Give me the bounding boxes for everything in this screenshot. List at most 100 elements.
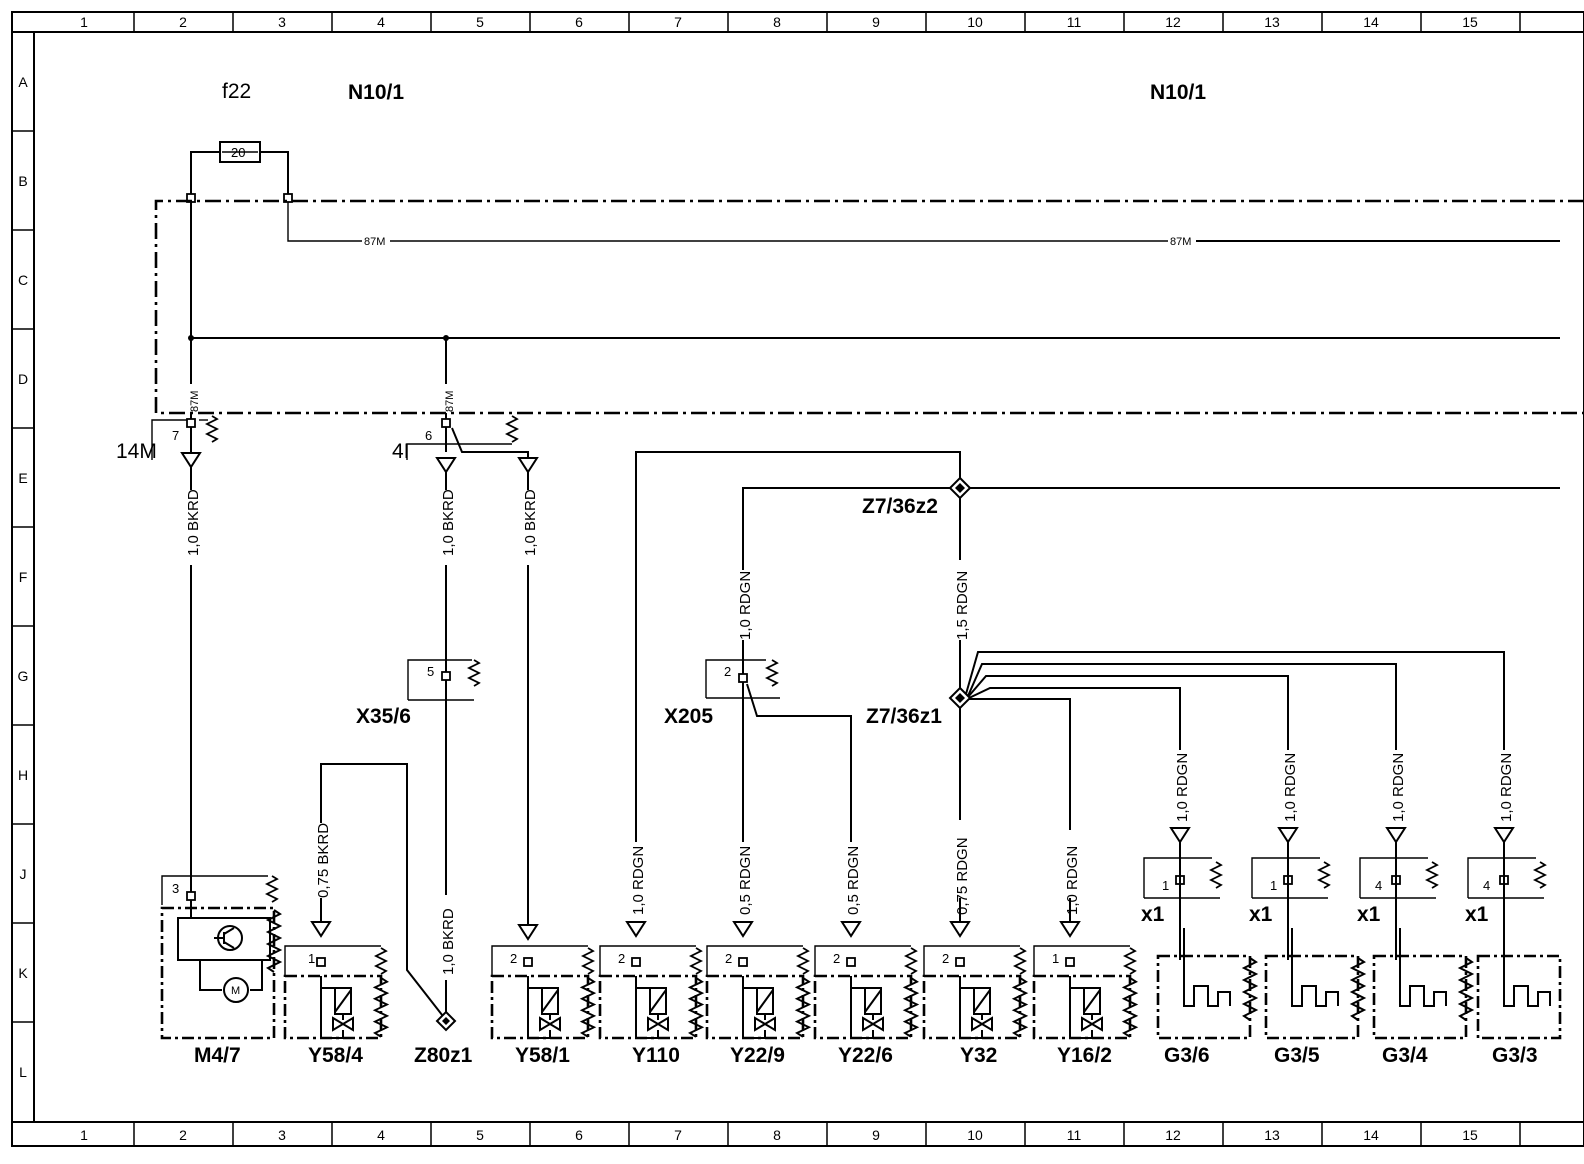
wire-g34: 1,0 RDGN (1390, 753, 1407, 822)
wire-y32: 0,75 RDGN (954, 837, 971, 915)
col-label: 5 (476, 14, 484, 30)
module-label-right: N10/1 (1150, 81, 1206, 104)
sensor-g34: 4 x1 G3/4 (1357, 842, 1472, 1067)
col-label: 9 (872, 1127, 880, 1143)
col-label: 1 (80, 14, 88, 30)
component-label: G3/3 (1492, 1044, 1538, 1067)
component-label: Y58/4 (308, 1044, 363, 1067)
svg-text:M: M (231, 985, 240, 997)
y584-pin: 1 (308, 951, 315, 966)
valve-y226: 2 Y22/6 (815, 946, 917, 1067)
valve-y584: 1 Y58/4 (285, 946, 387, 1067)
wire-y584: 0,75 BKRD (315, 823, 332, 898)
wire-g36: 1,0 RDGN (1174, 753, 1191, 822)
component-label: Y22/6 (838, 1044, 893, 1067)
col-label: 13 (1264, 1127, 1280, 1143)
col-label: 4 (377, 14, 385, 30)
module-boundary (154, 199, 1584, 415)
motor-icon: M (223, 977, 249, 1003)
valve-y162: 1 Y16/2 (1034, 946, 1136, 1067)
pin-7: 7 (172, 428, 179, 443)
col-label: 8 (773, 1127, 781, 1143)
valve-y581: 2 Y58/1 (492, 946, 594, 1067)
wire-y229: 0,5 RDGN (737, 846, 754, 915)
g34-pin: 4 (1375, 878, 1382, 893)
fuse-value: 20 (231, 145, 245, 160)
x1-label: x1 (1141, 903, 1165, 926)
wire-g33: 1,0 RDGN (1498, 753, 1515, 822)
row-label: J (20, 866, 27, 882)
row-label: C (18, 272, 28, 288)
splice-z736z1: Z7/36z1 (866, 705, 942, 728)
wire-87m-b: 87M (1170, 236, 1191, 248)
col-label: 10 (967, 14, 983, 30)
col-label: 13 (1264, 14, 1280, 30)
col-label: 6 (575, 1127, 583, 1143)
component-label: G3/4 (1382, 1044, 1428, 1067)
wire-y110: 1,0 RDGN (630, 846, 647, 915)
wire-z7-down: 1,5 RDGN (954, 571, 971, 640)
component-label: Y22/9 (730, 1044, 785, 1067)
col-label: 3 (278, 14, 286, 30)
row-label: L (19, 1064, 27, 1080)
wire-87m-a: 87M (364, 236, 385, 248)
connector-4i: 4I (392, 440, 410, 463)
y581-pin: 2 (510, 951, 517, 966)
fuse-icon: 20 (186, 141, 293, 203)
col-label: 15 (1462, 1127, 1478, 1143)
x1-label: x1 (1249, 903, 1273, 926)
pin-87m-b: 87M (444, 391, 456, 412)
connector-x205: X205 (664, 705, 713, 728)
component-label: Y110 (632, 1044, 680, 1067)
row-label: A (18, 74, 28, 90)
pin-6: 6 (425, 428, 432, 443)
g36-pin: 1 (1162, 878, 1169, 893)
column-grid: 1 2 3 4 5 6 7 8 9 10 11 12 13 14 15 1 2 … (80, 12, 1521, 1146)
fuse-label: f22 (222, 80, 251, 103)
col-label: 6 (575, 14, 583, 30)
g35-pin: 1 (1270, 878, 1277, 893)
col-label: 12 (1165, 14, 1181, 30)
wire-y162: 1,0 RDGN (1064, 846, 1081, 915)
x1-label: x1 (1465, 903, 1489, 926)
col-label: 3 (278, 1127, 286, 1143)
g33-pin: 4 (1483, 878, 1490, 893)
module-label-left: N10/1 (348, 81, 404, 104)
row-label: F (19, 569, 28, 585)
row-label: G (18, 668, 29, 684)
valve-y110: 2 Y110 (600, 946, 702, 1067)
component-label: Y16/2 (1057, 1044, 1112, 1067)
component-label: Y58/1 (515, 1044, 570, 1067)
col-label: 4 (377, 1127, 385, 1143)
col-label: 15 (1462, 14, 1478, 30)
wire-x356-top: 1,0 BKRD (440, 489, 457, 556)
component-label: M4/7 (194, 1044, 241, 1067)
x205-pin: 2 (724, 664, 731, 679)
wire-y581-top: 1,0 BKRD (522, 489, 539, 556)
row-label: D (18, 371, 28, 387)
wire-g35: 1,0 RDGN (1282, 753, 1299, 822)
col-label: 11 (1067, 1127, 1082, 1143)
row-grid: A B C D E F G H J K L (12, 74, 34, 1080)
sensor-g35: 1 x1 G3/5 (1249, 842, 1364, 1067)
component-m47: 3 M M4/7 (160, 875, 281, 1067)
col-label: 7 (674, 14, 682, 30)
col-label: 11 (1067, 14, 1082, 30)
wire-m47: 1,0 BKRD (185, 489, 202, 556)
col-label: 8 (773, 14, 781, 30)
wire-z80: 1,0 BKRD (440, 908, 457, 975)
y162-pin: 1 (1052, 951, 1059, 966)
col-label: 5 (476, 1127, 484, 1143)
col-label: 14 (1363, 1127, 1379, 1143)
row-label: E (18, 470, 27, 486)
component-label: Z80z1 (414, 1044, 473, 1067)
splice-z80z1: Z80z1 (414, 1010, 473, 1067)
component-label: G3/6 (1164, 1044, 1210, 1067)
col-label: 14 (1363, 14, 1379, 30)
col-label: 2 (179, 14, 187, 30)
col-label: 7 (674, 1127, 682, 1143)
wire-x205-top: 1,0 RDGN (737, 571, 754, 640)
y110-pin: 2 (618, 951, 625, 966)
splice-z736z2: Z7/36z2 (862, 495, 938, 518)
y32-pin: 2 (942, 951, 949, 966)
